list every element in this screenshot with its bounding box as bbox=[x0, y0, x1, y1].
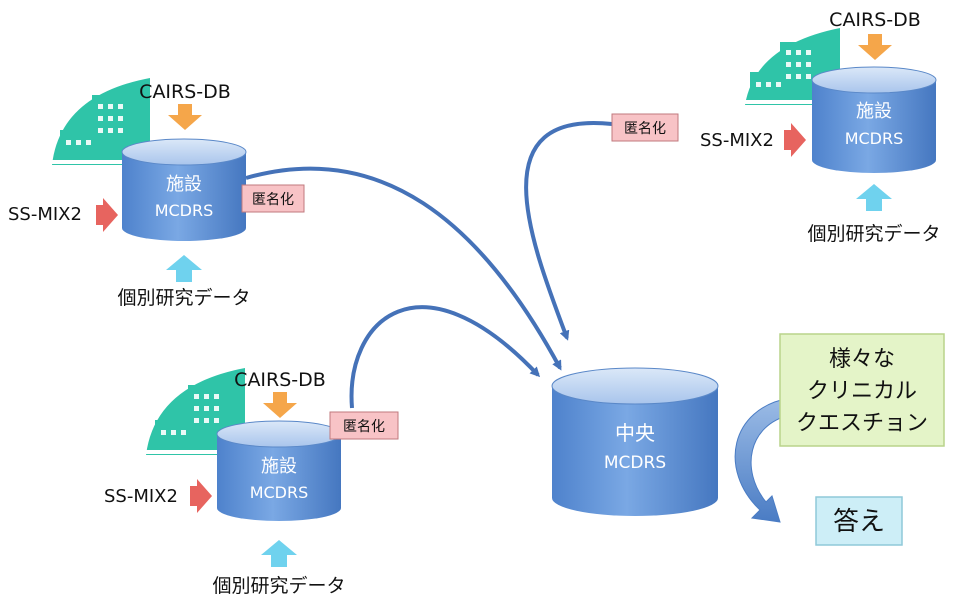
cylinder-label-2: MCDRS bbox=[155, 201, 214, 220]
cairs-db-label: CAIRS-DB bbox=[829, 9, 921, 31]
ssmix-label: SS-MIX2 bbox=[700, 130, 774, 151]
central-mcdrs-cylinder: 中央 MCDRS bbox=[551, 367, 719, 516]
ssmix-input-arrow bbox=[190, 479, 212, 513]
cylinder-label-2: MCDRS bbox=[250, 483, 309, 502]
db-input-arrow bbox=[858, 34, 892, 60]
site-mcdrs-cylinder: 施設 MCDRS bbox=[121, 138, 247, 241]
anonymize-label: 匿名化 bbox=[252, 192, 294, 208]
site-2: CAIRS-DB 施設 MCDRS SS-MIX2 個別研究データ 匿名化 bbox=[104, 368, 399, 597]
clinical-question-box: 様々な クリニカル クエスチョン bbox=[779, 333, 945, 447]
flow-arrow-site3-to-central bbox=[524, 120, 613, 341]
research-data-label: 個別研究データ bbox=[117, 287, 250, 309]
answer-label: 答え bbox=[833, 507, 885, 537]
ssmix-label: SS-MIX2 bbox=[8, 204, 82, 225]
cylinder-label-1: 施設 bbox=[261, 456, 297, 477]
site-mcdrs-cylinder: 施設 MCDRS bbox=[811, 66, 937, 173]
research-data-input-arrow bbox=[166, 255, 202, 282]
answer-box: 答え bbox=[815, 496, 903, 546]
site-3: CAIRS-DB 施設 MCDRS SS-MIX2 個別研究データ 匿名化 bbox=[611, 9, 941, 245]
ssmix-label: SS-MIX2 bbox=[104, 486, 178, 507]
flow-arrows bbox=[245, 120, 613, 409]
cylinder-label-1: 施設 bbox=[166, 174, 202, 195]
question-line-3: クエスチョン bbox=[796, 411, 928, 436]
anonymize-box: 匿名化 bbox=[241, 184, 305, 213]
db-input-arrow bbox=[263, 392, 297, 418]
anonymize-box: 匿名化 bbox=[611, 113, 679, 142]
db-input-arrow bbox=[168, 104, 202, 130]
flow-arrow-site2-to-central bbox=[349, 305, 541, 409]
anonymize-label: 匿名化 bbox=[624, 121, 666, 137]
site-1: CAIRS-DB 施設 MCDRS SS-MIX2 個別研究データ 匿名化 bbox=[8, 78, 305, 309]
research-data-input-arrow bbox=[856, 184, 892, 211]
site-mcdrs-cylinder: 施設 MCDRS bbox=[216, 420, 342, 521]
central-label-2: MCDRS bbox=[604, 453, 666, 473]
cylinder-label-1: 施設 bbox=[856, 101, 892, 122]
question-line-1: 様々な bbox=[829, 347, 895, 372]
flow-arrow-site1-to-central bbox=[245, 166, 562, 371]
cairs-db-label: CAIRS-DB bbox=[234, 369, 326, 391]
question-to-answer-arrow bbox=[734, 397, 791, 523]
central-label-1: 中央 bbox=[615, 421, 655, 445]
ssmix-input-arrow bbox=[784, 123, 806, 157]
research-data-label: 個別研究データ bbox=[212, 575, 345, 597]
question-line-2: クリニカル bbox=[807, 379, 917, 404]
anonymize-box: 匿名化 bbox=[329, 411, 399, 440]
hospital-building-icon bbox=[745, 28, 840, 105]
anonymize-label: 匿名化 bbox=[343, 419, 385, 435]
research-data-label: 個別研究データ bbox=[807, 223, 940, 245]
research-data-input-arrow bbox=[261, 540, 297, 567]
ssmix-input-arrow bbox=[96, 198, 118, 232]
cylinder-label-2: MCDRS bbox=[845, 129, 904, 148]
cairs-db-label: CAIRS-DB bbox=[139, 81, 231, 103]
